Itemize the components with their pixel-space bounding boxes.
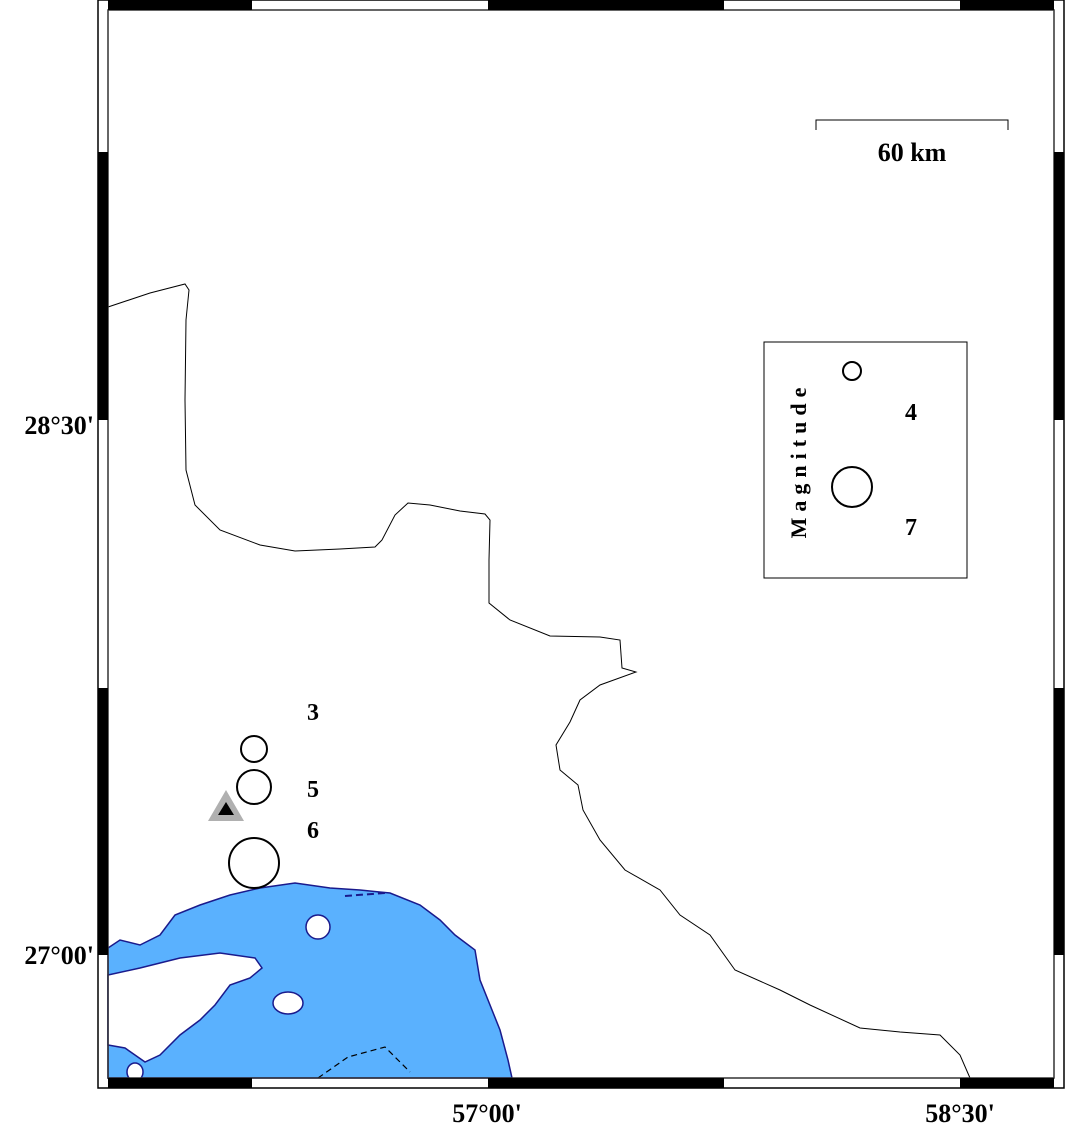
legend-label: 7 <box>905 515 917 541</box>
y-axis-label: 27°00' <box>24 941 94 970</box>
event-label: 5 <box>307 777 319 803</box>
legend-circle-icon <box>842 361 862 381</box>
event-circle-icon <box>240 735 268 763</box>
event-circle-icon <box>228 837 280 889</box>
maritime-boundary <box>317 1046 411 1079</box>
x-axis-label: 58°30' <box>925 1099 995 1126</box>
scale-bar: 60 km <box>815 119 1009 167</box>
scale-bar-label: 60 km <box>878 138 947 167</box>
island <box>305 914 331 940</box>
x-axis-label: 57°00' <box>452 1099 522 1126</box>
magnitude-legend: Magnitude 4 7 <box>763 341 968 579</box>
y-axis-label: 28°30' <box>24 411 94 440</box>
peninsula <box>107 952 264 1063</box>
map-frame <box>97 0 1065 1089</box>
event-circle-icon <box>236 769 272 805</box>
island <box>272 991 304 1015</box>
triangle-station-icon <box>208 790 244 821</box>
legend-circle-icon <box>831 466 873 508</box>
events: 3 5 6 <box>228 700 319 889</box>
legend-label: 4 <box>905 400 917 426</box>
sea <box>107 882 513 1082</box>
legend-title: Magnitude <box>786 382 811 539</box>
event-label: 6 <box>307 818 319 844</box>
political-border <box>107 283 971 1079</box>
event-label: 3 <box>307 700 319 726</box>
